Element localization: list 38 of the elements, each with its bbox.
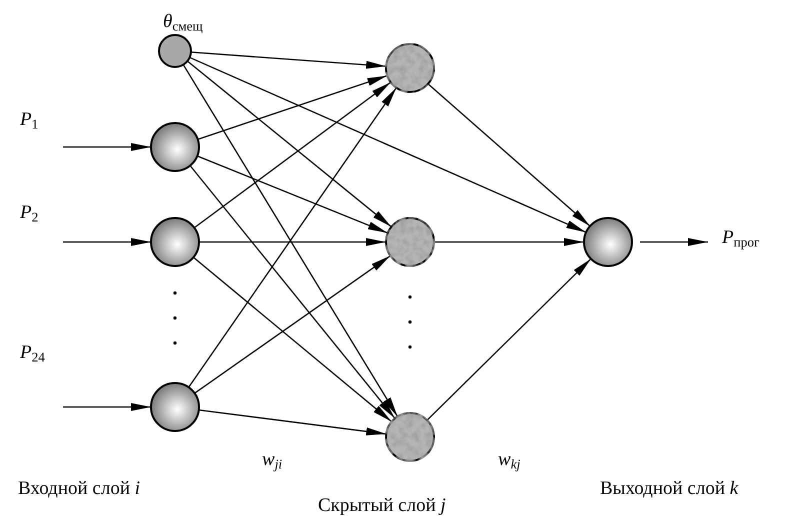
arrow <box>193 256 392 422</box>
arrow <box>428 83 590 227</box>
arrow <box>194 82 392 228</box>
hidden-neuron <box>385 412 435 462</box>
arrow <box>63 403 151 411</box>
layer-label: Скрытый слой j <box>318 496 446 517</box>
arrow <box>63 143 151 151</box>
arrow <box>198 75 388 140</box>
arrow <box>194 255 391 394</box>
arrow <box>182 64 398 417</box>
neuron-circle <box>150 122 200 172</box>
arrow <box>188 87 397 388</box>
layer-label: Входной слой i <box>18 479 140 500</box>
neuron-circle <box>583 217 633 267</box>
arrow <box>190 52 386 69</box>
weight-label: w$_{kj}$ <box>498 450 520 472</box>
arrow <box>199 238 386 246</box>
arrow <box>187 60 392 228</box>
weight-label: w$_{ji}$ <box>262 450 282 472</box>
arrow <box>434 238 584 246</box>
neuron-circle <box>150 217 200 267</box>
hidden-neuron <box>385 217 435 267</box>
output-label: P$_{прог}$ <box>722 228 760 250</box>
bias-label: θ$_{смещ}$ <box>163 12 203 34</box>
arrow <box>189 56 586 233</box>
arrow <box>640 238 708 246</box>
bias-neuron <box>158 34 192 68</box>
arrow <box>190 165 396 419</box>
input-label: P$_{2}$ <box>20 203 38 225</box>
input-label: P$_{24}$ <box>20 343 45 365</box>
input-label: P$_{1}$ <box>20 110 38 132</box>
layer-label: Выходной слой k <box>600 479 738 500</box>
neuron-circle <box>150 382 200 432</box>
arrow <box>63 238 151 246</box>
hidden-neuron <box>385 43 435 93</box>
arrow <box>197 155 388 234</box>
arrow <box>426 258 592 421</box>
arrow <box>198 409 386 436</box>
